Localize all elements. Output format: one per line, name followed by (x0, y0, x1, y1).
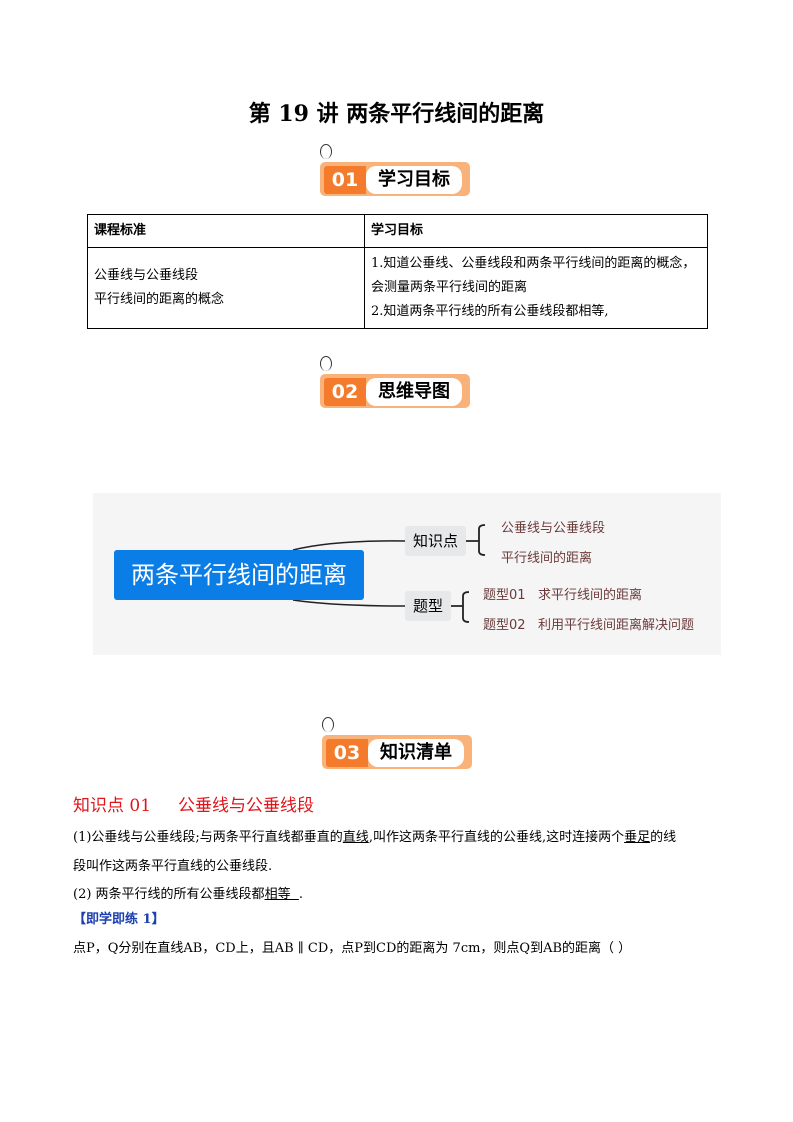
text: (2) 两条平行线的所有公垂线段都 (73, 887, 265, 902)
table-header: 学习目标 (364, 214, 708, 248)
objectives-table: 课程标准学习目标 公垂线与公垂线段平行线间的距离的概念 1.知道公垂线、公垂线段… (87, 214, 708, 329)
section-heading: 知识点 01 公垂线与公垂线段 (73, 796, 315, 816)
text: (1)公垂线与公垂线段;与两条平行直线都垂直的 (73, 830, 343, 845)
clip-icon (322, 717, 334, 732)
section-badge-02: 02 思维导图 (320, 356, 470, 408)
badge-number: 03 (326, 739, 368, 767)
badge-number: 02 (324, 378, 366, 406)
mind-map-root: 两条平行线间的距离 (114, 550, 364, 600)
table-cell-standards: 公垂线与公垂线段平行线间的距离的概念 (87, 247, 365, 329)
goal-item: 会测量两条平行线间的距离 (371, 280, 528, 295)
standard-item: 公垂线与公垂线段 (94, 268, 199, 283)
table-cell-goals: 1.知道公垂线、公垂线段和两条平行线间的距离的概念， 会测量两条平行线间的距离 2.… (364, 247, 708, 329)
leaf: 题型01 求平行线间的距离 (483, 588, 642, 603)
clip-icon (320, 144, 332, 159)
badge-label: 思维导图 (366, 378, 462, 406)
text: . (298, 887, 303, 902)
leaf: 公垂线与公垂线段 (501, 521, 606, 536)
clip-icon (320, 356, 332, 371)
section-badge-01: 01 学习目标 (320, 144, 470, 196)
blank-answer: 垂足 (624, 830, 651, 845)
goal-item: 1.知道公垂线、公垂线段和两条平行线间的距离的概念， (371, 256, 696, 271)
section-badge-03: 03 知识清单 (322, 717, 472, 769)
paragraph-2: (2) 两条平行线的所有公垂线段都相等 . (73, 883, 303, 902)
badge-label: 学习目标 (366, 166, 462, 194)
badge-label: 知识清单 (368, 739, 464, 767)
branch-knowledge: 知识点 (405, 526, 467, 556)
table-header: 课程标准 (87, 214, 365, 248)
blank-answer: 直线 (342, 830, 369, 845)
question-text: 点P，Q分别在直线AB，CD上，且AB ∥ CD，点P到CD的距离为 7cm，则… (73, 941, 632, 956)
badge-number: 01 (324, 166, 366, 194)
practice-label: 【即学即练 1】 (73, 912, 165, 927)
mind-map-connectors (292, 524, 486, 623)
leaf: 题型02 利用平行线间距离解决问题 (483, 618, 694, 633)
page-title: 第 19 讲 两条平行线间的距离 (248, 101, 545, 127)
text: 的线 (650, 830, 677, 845)
goal-item: 2.知道两条平行线的所有公垂线段都相等, (371, 304, 609, 319)
standard-item: 平行线间的距离的概念 (94, 292, 225, 307)
paragraph-1: (1)公垂线与公垂线段;与两条平行直线都垂直的直线,叫作这两条平行直线的公垂线,… (73, 826, 676, 845)
leaf: 平行线间的距离 (501, 551, 593, 566)
mind-map: 两条平行线间的距离 知识点 题型 公垂线与公垂线段 平行线间的距离 题型01 求… (93, 493, 721, 655)
branch-question-types: 题型 (405, 591, 452, 621)
paragraph-1-cont: 段叫作这两条平行直线的公垂线段. (73, 859, 273, 874)
blank-answer: 相等 (264, 887, 299, 902)
text: ,叫作这两条平行直线的公垂线,这时连接两个 (368, 830, 625, 845)
